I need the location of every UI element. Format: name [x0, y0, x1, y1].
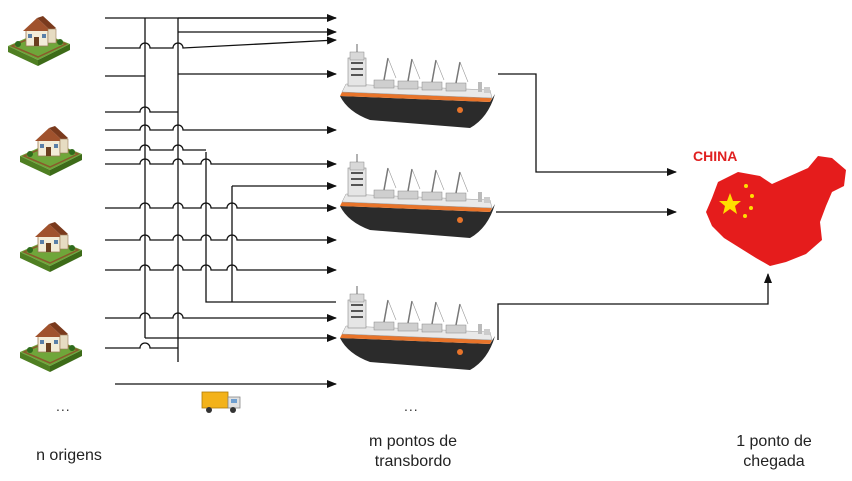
cargo-ship-icon: [339, 285, 496, 371]
route-arrow: [105, 202, 337, 212]
truck-icon: [201, 391, 241, 413]
farm-house-icon: [19, 321, 83, 373]
origins-ellipsis: ...: [56, 398, 71, 414]
bus-line: [205, 152, 336, 303]
china-map-icon: [706, 156, 846, 266]
farm-house-icon: [7, 15, 71, 67]
cargo-ship-icon: [339, 153, 496, 239]
route-network: [105, 14, 772, 388]
farm-house-icon: [19, 125, 83, 177]
origins-label-text: n origens: [36, 447, 102, 464]
route-arrow: [105, 158, 337, 168]
route-arrow: [105, 312, 337, 322]
route-arrow: [498, 73, 677, 176]
arrival-label: 1 ponto de chegada: [714, 432, 834, 472]
route-arrow: [105, 234, 337, 244]
transshipment-label-line1: m pontos de: [368, 433, 458, 450]
arrival-label-line1: 1 ponto de: [736, 433, 812, 450]
route-arrow: [105, 124, 337, 134]
china-label: CHINA: [693, 148, 738, 164]
cargo-ship-icon: [339, 43, 496, 129]
ships-ellipsis: ...: [404, 398, 419, 414]
origins-label: n origens: [14, 446, 124, 466]
route-arrow: [105, 264, 337, 274]
transshipment-label-line2: transbordo: [374, 453, 452, 470]
arrival-label-line2: chegada: [743, 453, 805, 470]
route-arrow: [105, 36, 337, 49]
route-arrow: [497, 273, 772, 340]
farm-house-icon: [19, 221, 83, 273]
transshipment-label: m pontos de transbordo: [348, 432, 478, 472]
